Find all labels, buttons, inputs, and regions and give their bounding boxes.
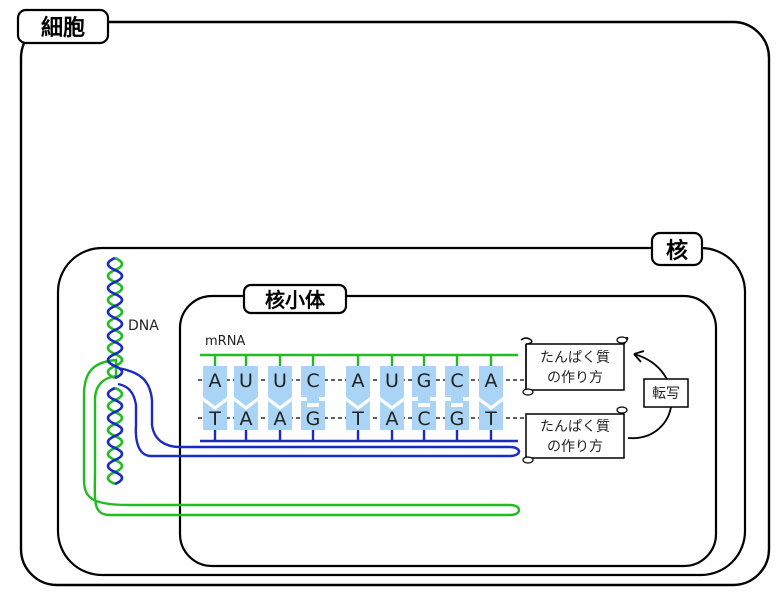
nucleolus-label: 核小体 <box>265 288 326 312</box>
dna-base-letter: G <box>306 408 321 430</box>
nucleus-label: 核 <box>666 238 688 264</box>
cell-label-box: 細胞 <box>16 8 110 45</box>
transcription-arrowhead <box>633 350 645 363</box>
dna-base-letter: C <box>417 408 430 430</box>
protein-recipe-scroll-bottom: たんぱく質 の作り方 <box>522 406 628 464</box>
mrna-base-shape <box>445 366 469 403</box>
nucleolus-outline <box>178 294 718 568</box>
mrna-base-letter: U <box>239 370 253 392</box>
scroll-bottom-line2: の作り方 <box>547 439 603 455</box>
nucleus-label-box: 核 <box>650 231 704 267</box>
mrna-base-shape <box>301 366 325 403</box>
dna-base-shape <box>380 401 404 430</box>
transcription-label-box: 転写 <box>643 378 689 408</box>
dna-base-shape <box>234 401 258 430</box>
nucleus-envelope <box>56 246 747 577</box>
mrna-base-shape <box>234 366 258 406</box>
dna-base-shape <box>203 401 227 430</box>
dna-base-shape <box>268 401 292 430</box>
mrna-base-letter: G <box>417 370 432 392</box>
mrna-base-letter: U <box>273 370 287 392</box>
dna-base-letter: T <box>484 408 497 430</box>
cell-membrane <box>19 20 771 587</box>
transcription-label: 転写 <box>652 386 680 402</box>
dna-base-shape <box>412 401 436 430</box>
dna-base-shape <box>346 401 370 430</box>
dna-base-letter: A <box>240 408 253 430</box>
nucleolus-label-box: 核小体 <box>242 283 348 315</box>
mrna-base-shape <box>203 366 227 406</box>
mrna-base-letter: U <box>385 370 399 392</box>
dna-base-letter: T <box>351 408 364 430</box>
protein-recipe-scroll-top: たんぱく質 の作り方 <box>520 336 629 396</box>
dna-helix-blue-upper <box>106 256 124 380</box>
scroll-top-line2: の作り方 <box>547 370 603 386</box>
cell-label: 細胞 <box>41 15 85 41</box>
mrna-base-letter: A <box>352 370 365 392</box>
dna-label: DNA <box>128 318 159 334</box>
scroll-top-line1: たんぱく質 <box>540 350 610 366</box>
dna-helix-blue-lower <box>106 386 124 486</box>
mrna-base-shape <box>346 366 370 406</box>
mrna-base-letter: C <box>306 370 319 392</box>
mrna-base-shape <box>268 366 292 406</box>
mrna-base-shape <box>412 366 436 403</box>
dna-base-letter: G <box>450 408 465 430</box>
mrna-base-shape <box>380 366 404 406</box>
mrna-base-shape <box>479 366 503 406</box>
dna-base-letter: A <box>274 408 287 430</box>
mrna-base-letter: A <box>485 370 498 392</box>
dna-base-letter: T <box>208 408 221 430</box>
dna-base-shape <box>479 401 503 430</box>
dna-base-shape <box>301 401 325 430</box>
mrna-label: mRNA <box>205 334 245 349</box>
mrna-base-letter: A <box>209 370 222 392</box>
mrna-base-letter: C <box>450 370 463 392</box>
dna-base-shape <box>445 401 469 430</box>
dna-blue-loop <box>117 366 521 458</box>
dna-green-loop <box>82 358 521 517</box>
scroll-bottom-line1: たんぱく質 <box>540 419 610 435</box>
dna-base-letter: A <box>386 408 399 430</box>
